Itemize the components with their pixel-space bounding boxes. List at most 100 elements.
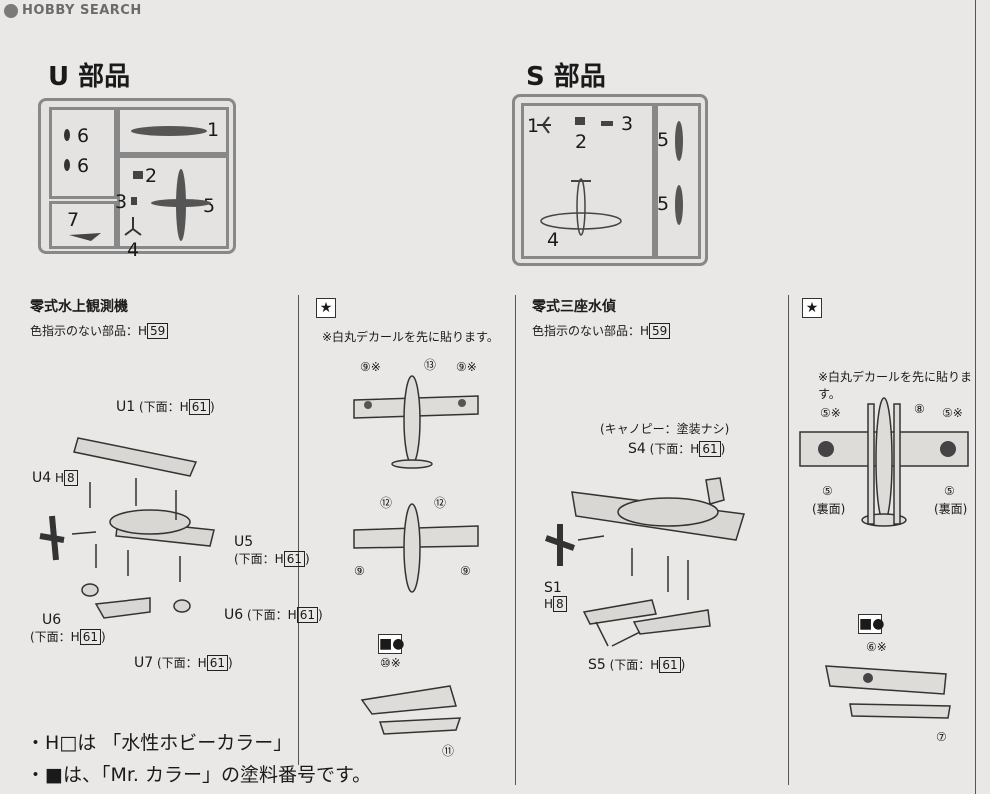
u4-code: 8: [64, 470, 78, 486]
s-num-1: 1: [527, 115, 540, 137]
left-star-icon: ★: [316, 298, 336, 318]
left-flag-icon: ■●: [378, 634, 405, 654]
right-marker-6: ⑥※: [866, 640, 887, 654]
s5-code: 61: [659, 657, 681, 673]
right-marker-5c: ⑤: [822, 484, 833, 498]
s4-code: 61: [699, 441, 721, 457]
left-marker-12b: ⑫: [434, 496, 447, 510]
u-runner-parts-drawing: [64, 126, 211, 241]
watermark-text: HOBBY SEARCH: [22, 3, 142, 18]
right-flag-icon: ■●: [858, 614, 885, 634]
right-marker-7: ⑦: [936, 730, 947, 744]
s-num-5b: 5: [657, 193, 670, 215]
u6a-note: (下面：H: [30, 630, 80, 644]
right-back-label-1: (裏面): [812, 502, 846, 516]
s-num-3: 3: [621, 113, 634, 135]
left-marker-12a: ⑫: [380, 496, 393, 510]
watermark-logo: HOBBY SEARCH: [4, 3, 142, 18]
u5-text: U5: [234, 534, 254, 550]
divider-left: [298, 295, 299, 765]
right-marker-5a: ⑤※: [820, 406, 841, 420]
s1-h: H: [544, 597, 554, 611]
s5-text: S5: [588, 657, 606, 673]
right-marker-8: ⑧: [914, 402, 925, 416]
right-back-label-2: (裏面): [934, 502, 968, 516]
logo-icon: [4, 3, 18, 18]
u1-code: 61: [188, 399, 210, 415]
u5-code: 61: [283, 551, 305, 567]
left-marker-9a: ⑨※: [360, 360, 381, 374]
s4-note: (下面：H: [649, 442, 700, 456]
u-section-title: U 部品: [48, 62, 131, 92]
right-star-icon: ★: [802, 298, 822, 318]
s-runner-parts-drawing: [537, 116, 683, 236]
u-runner: 6 6 1 2 3 5 7 4: [38, 98, 236, 261]
left-marker-9d: ⑨: [460, 564, 471, 578]
u-num-6b: 6: [77, 155, 90, 177]
left-decal-note: ※白丸デカールを先に貼ります。: [322, 330, 499, 344]
right-marker-5b: ⑤※: [942, 406, 963, 420]
u4-h: H: [54, 471, 65, 485]
s-runner: 1 2 3 5 5 4: [512, 94, 708, 266]
right-color-code: 59: [649, 323, 671, 339]
u-runner-cell-d: [117, 155, 229, 249]
u-num-7: 7: [67, 209, 80, 231]
s1-code: 8: [553, 596, 567, 612]
u-num-1: 1: [207, 119, 220, 141]
u6b-note: (下面：H: [246, 608, 297, 622]
u-num-2: 2: [145, 165, 158, 187]
u-runner-cell-a: [49, 107, 117, 199]
left-color-note-text: 色指示のない部品：H: [30, 324, 148, 338]
u-num-6a: 6: [77, 125, 90, 147]
left-marker-9b: ⑨※: [456, 360, 477, 374]
left-marker-13: ⑬: [424, 358, 437, 372]
page-edge-line: [975, 0, 976, 794]
right-color-note-text: 色指示のない部品：H: [532, 324, 650, 338]
u-num-4: 4: [127, 239, 140, 261]
canopy-note: (キャノピー：塗装ナシ): [600, 422, 730, 436]
u4-text: U4: [32, 470, 52, 486]
s-runner-cell-a: [521, 103, 655, 259]
u6a-text: U6: [42, 612, 62, 628]
u7-code: 61: [206, 655, 228, 671]
s-runner-cell-b: [655, 103, 701, 259]
left-plane-title: 零式水上観測機: [30, 299, 128, 315]
s5-note: (下面：H: [609, 658, 660, 672]
s-num-5a: 5: [657, 129, 670, 151]
left-marker-11: ⑪: [442, 744, 455, 758]
u6b-text: U6: [224, 607, 244, 623]
u-num-5: 5: [203, 195, 216, 217]
s-num-2: 2: [575, 131, 588, 153]
s-section-title: S 部品: [526, 62, 606, 92]
s-num-4: 4: [547, 229, 560, 251]
u1-note: (下面：H: [138, 400, 189, 414]
left-marker-10: ⑩※: [380, 656, 401, 670]
u5-note: (下面：H: [234, 552, 284, 566]
divider-mid: [515, 295, 516, 785]
s4-text: S4: [628, 441, 646, 457]
divider-right: [788, 295, 789, 785]
legend-line-2: ・■は、「Mr. カラー」の塗料番号です。: [26, 764, 372, 786]
left-marker-9c: ⑨: [354, 564, 365, 578]
u6a-code: 61: [79, 629, 101, 645]
right-marker-5d: ⑤: [944, 484, 955, 498]
u-runner-cell-c: [117, 107, 229, 155]
u7-note: (下面：H: [156, 656, 207, 670]
u1-text: U1: [116, 399, 136, 415]
right-plane-title: 零式三座水偵: [532, 299, 616, 315]
legend-line-1: ・H□は 「水性ホビーカラー」: [26, 732, 293, 754]
